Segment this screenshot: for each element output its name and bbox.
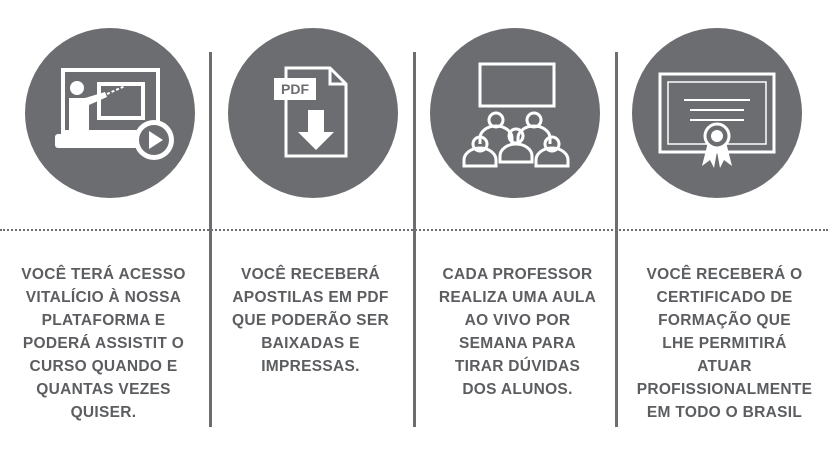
feature-1-line-4: PODERÁ ASSISTIT O <box>22 335 185 352</box>
feature-3-line-5: TIRAR DÚVIDAS <box>454 358 581 375</box>
column-divider-2 <box>413 52 416 427</box>
feature-4-line-2: CERTIFICADO DE <box>656 289 793 306</box>
feature-text-1: VOCÊ TERÁ ACESSO VITALÍCIO À NOSSA PLATA… <box>0 263 207 424</box>
feature-2-line-4: BAIXADAS E <box>261 335 360 352</box>
feature-pdf-materials: PDF VOCÊ RECEBERÁ APOSTILAS EM PDF QUE P… <box>207 0 414 463</box>
feature-3-line-4: SEMANA PARA <box>459 335 576 352</box>
feature-lifetime-access: VOCÊ TERÁ ACESSO VITALÍCIO À NOSSA PLATA… <box>0 0 207 463</box>
feature-2-line-5: IMPRESSAS. <box>261 358 360 375</box>
feature-1-line-7: QUISER. <box>70 404 137 421</box>
column-divider-1 <box>209 52 212 427</box>
pdf-download-icon-graphic: PDF <box>274 66 348 158</box>
feature-1-line-5: CURSO QUANDO E <box>29 358 178 375</box>
feature-1-line-1: VOCÊ TERÁ ACESSO <box>21 266 186 283</box>
feature-1-line-3: PLATAFORMA E <box>41 312 166 329</box>
feature-text-4: VOCÊ RECEBERÁ O CERTIFICADO DE FORMAÇÃO … <box>621 263 828 424</box>
feature-4-line-7: EM TODO O BRASIL <box>646 404 803 421</box>
feature-3-line-6: DOS ALUNOS. <box>462 381 573 398</box>
feature-text-3: CADA PROFESSOR REALIZA UMA AULA AO VIVO … <box>414 263 621 401</box>
live-class-audience-icon <box>430 28 600 198</box>
feature-4-line-4: LHE PERMITIRÁ <box>662 335 787 352</box>
certificate-icon-graphic <box>658 72 776 168</box>
feature-4-line-3: FORMAÇÃO QUE <box>658 312 791 329</box>
feature-3-line-3: AO VIVO POR <box>464 312 571 329</box>
feature-certificate: VOCÊ RECEBERÁ O CERTIFICADO DE FORMAÇÃO … <box>621 0 828 463</box>
pdf-download-icon: PDF <box>228 28 398 198</box>
feature-text-2: VOCÊ RECEBERÁ APOSTILAS EM PDF QUE PODER… <box>207 263 414 378</box>
feature-2-line-2: APOSTILAS EM PDF <box>232 289 389 306</box>
feature-4-line-5: ATUAR <box>697 358 752 375</box>
pdf-label: PDF <box>281 81 309 97</box>
certificate-icon <box>632 28 802 198</box>
feature-3-line-1: CADA PROFESSOR <box>442 266 593 283</box>
feature-2-line-3: QUE PODERÃO SER <box>232 312 389 329</box>
feature-1-line-6: QUANTAS VEZES <box>36 381 171 398</box>
column-divider-3 <box>615 52 618 427</box>
feature-2-line-1: VOCÊ RECEBERÁ <box>240 266 381 283</box>
video-lesson-icon-graphic <box>55 68 174 160</box>
feature-4-line-6: PROFISSIONALMENTE <box>636 381 813 398</box>
video-lesson-icon <box>25 28 195 198</box>
live-class-audience-icon-graphic <box>462 62 570 168</box>
feature-4-line-1: VOCÊ RECEBERÁ O <box>646 266 803 283</box>
feature-3-line-2: REALIZA UMA AULA <box>438 289 597 306</box>
feature-1-line-2: VITALÍCIO À NOSSA <box>25 289 182 306</box>
feature-live-class: CADA PROFESSOR REALIZA UMA AULA AO VIVO … <box>414 0 621 463</box>
